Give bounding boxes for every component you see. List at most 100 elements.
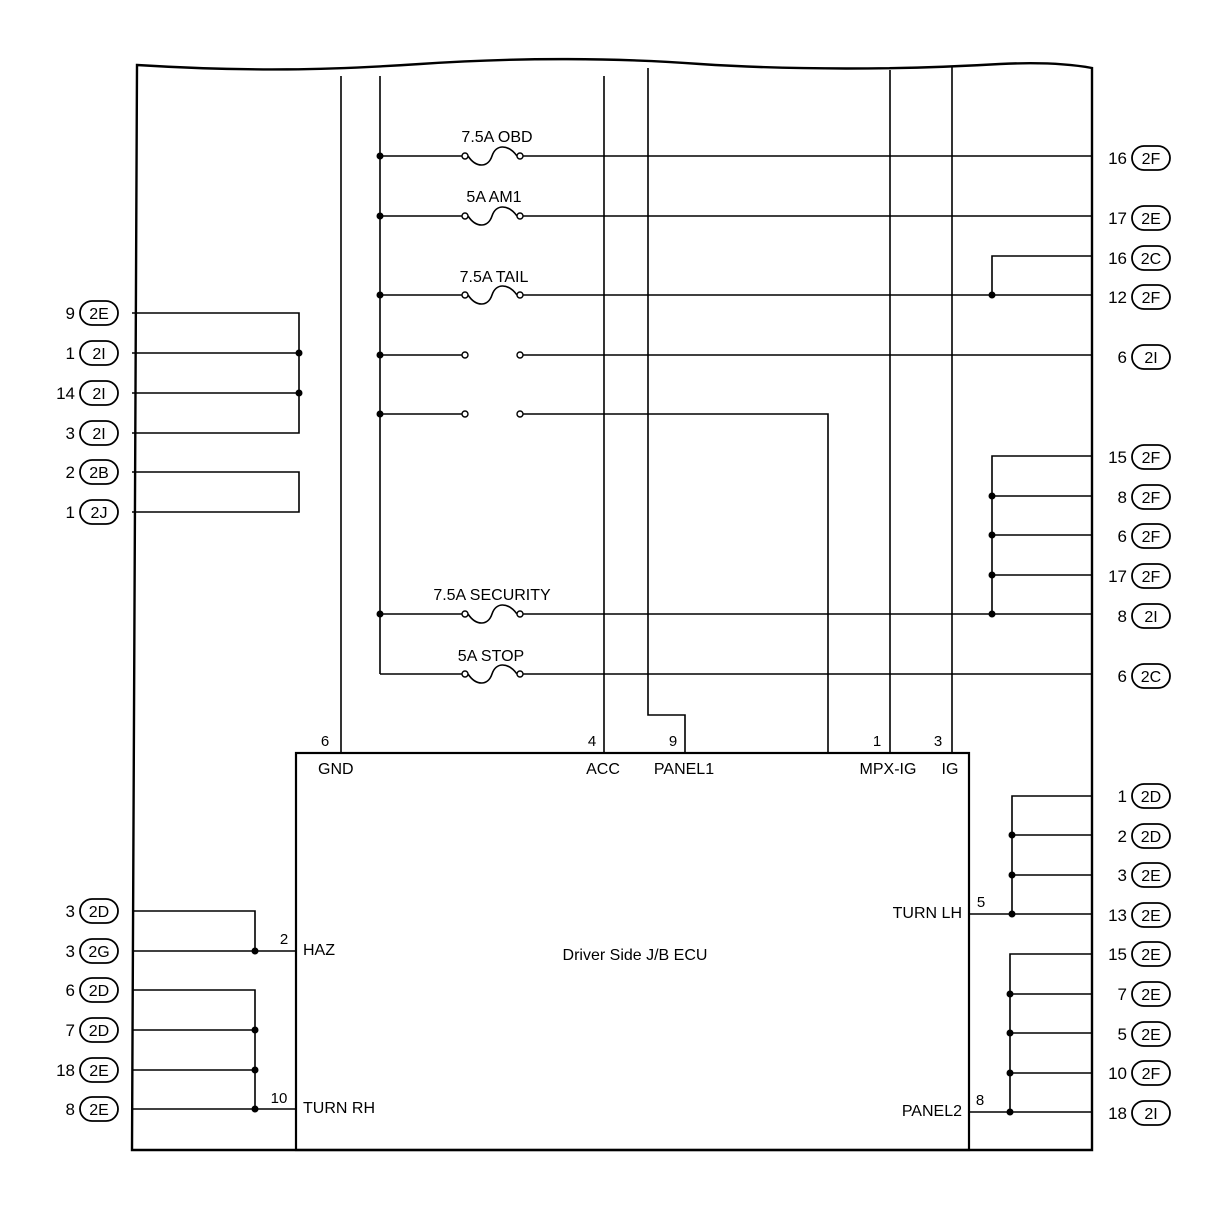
connector-pin-number: 6 xyxy=(1118,527,1127,546)
pin-name: HAZ xyxy=(303,942,335,959)
fuse-security: 7.5A SECURITY xyxy=(433,587,551,624)
fuse-element xyxy=(467,664,518,684)
panel2-15-2e-wire xyxy=(1009,953,1092,1112)
pin-name: IG xyxy=(942,761,959,778)
splice-dot xyxy=(1006,1029,1014,1037)
fuse-relay1 xyxy=(461,351,524,359)
splice-dot xyxy=(1006,1069,1014,1077)
turnrh-6-2d-wire xyxy=(132,989,256,1109)
pin-name: TURN RH xyxy=(303,1100,375,1117)
fuse-terminal xyxy=(516,610,524,618)
connector-2f-pin-6: 6 2F xyxy=(1118,523,1171,549)
connector-code: 2F xyxy=(1142,1066,1161,1083)
fuse-terminal xyxy=(461,610,469,618)
fuse-tail: 7.5A TAIL xyxy=(460,269,529,305)
connector-2d-pin-7: 7 2D xyxy=(66,1017,119,1043)
splice-dot xyxy=(1008,871,1016,879)
connector-code: 2E xyxy=(89,306,109,323)
connector-badge xyxy=(1131,603,1171,629)
connector-pin-number: 3 xyxy=(66,902,75,921)
fuse-label: 5A STOP xyxy=(458,648,524,665)
connector-pin-number: 10 xyxy=(1108,1064,1127,1083)
splice-dot xyxy=(376,152,384,160)
connector-pin-number: 15 xyxy=(1108,945,1127,964)
connector-code: 2F xyxy=(1142,529,1161,546)
connector-code: 2F xyxy=(1142,151,1161,168)
connector-code: 2I xyxy=(92,386,105,403)
connector-pin-number: 8 xyxy=(1118,607,1127,626)
connector-badge xyxy=(1131,1021,1171,1047)
connector-pin-number: 13 xyxy=(1108,906,1127,925)
connector-pin-number: 6 xyxy=(66,981,75,1000)
connector-badge xyxy=(1131,663,1171,689)
connector-code: 2E xyxy=(1141,1027,1161,1044)
splice-dot xyxy=(376,291,384,299)
connector-2e-pin-15: 15 2E xyxy=(1108,941,1171,967)
connector-badge xyxy=(1131,783,1171,809)
connector-badge xyxy=(1131,245,1171,271)
fuse-label: 7.5A TAIL xyxy=(460,269,529,286)
connector-badge xyxy=(1131,941,1171,967)
fuse-stop: 5A STOP xyxy=(458,648,524,684)
connector-badge xyxy=(79,1017,119,1043)
connector-pin-number: 3 xyxy=(66,942,75,961)
turnlh-1-2d-wire xyxy=(1011,795,1092,914)
connector-badge xyxy=(79,459,119,485)
connector-pin-number: 2 xyxy=(1118,827,1127,846)
connector-pin-number: 17 xyxy=(1108,209,1127,228)
connector-pin-number: 17 xyxy=(1108,567,1127,586)
connector-badge xyxy=(1131,523,1171,549)
connector-pin-number: 7 xyxy=(66,1021,75,1040)
connector-code: 2F xyxy=(1142,569,1161,586)
splice-dot xyxy=(1008,831,1016,839)
fuse-terminal xyxy=(516,670,524,678)
connector-pin-number: 7 xyxy=(1118,985,1127,1004)
pin-number: 5 xyxy=(977,894,985,911)
pin-name: PANEL2 xyxy=(902,1103,962,1120)
splice-dot xyxy=(1008,910,1016,918)
pin-number: 1 xyxy=(873,733,881,750)
pin-name: GND xyxy=(318,761,354,778)
fuse-terminal xyxy=(461,212,469,220)
splice-dot xyxy=(1006,1108,1014,1116)
connector-2e-pin-7: 7 2E xyxy=(1118,981,1171,1007)
connector-code: 2F xyxy=(1142,450,1161,467)
connector-badge xyxy=(79,340,119,366)
pin-name: TURN LH xyxy=(893,905,962,922)
connector-code: 2I xyxy=(92,346,105,363)
connector-pin-number: 12 xyxy=(1108,288,1127,307)
fuse-terminal xyxy=(461,351,469,359)
connector-code: 2F xyxy=(1142,290,1161,307)
connector-badge xyxy=(1131,981,1171,1007)
fuse-obd: 7.5A OBD xyxy=(461,129,533,166)
connector-code: 2D xyxy=(89,1023,109,1040)
splice-dot xyxy=(376,610,384,618)
connector-code: 2E xyxy=(1141,211,1161,228)
connector-2f-pin-17: 17 2F xyxy=(1108,563,1171,589)
connector-badge xyxy=(79,977,119,1003)
connector-pin-number: 1 xyxy=(1118,787,1127,806)
connector-code: 2E xyxy=(1141,947,1161,964)
pin-number: 3 xyxy=(934,733,942,750)
connector-2e-pin-17: 17 2E xyxy=(1108,205,1171,231)
connector-code: 2C xyxy=(1141,669,1161,686)
connector-code: 2E xyxy=(1141,868,1161,885)
fuse-element xyxy=(467,285,518,305)
connector-code: 2E xyxy=(1141,987,1161,1004)
connector-code: 2J xyxy=(91,505,108,522)
splice-dots xyxy=(251,152,1016,1116)
